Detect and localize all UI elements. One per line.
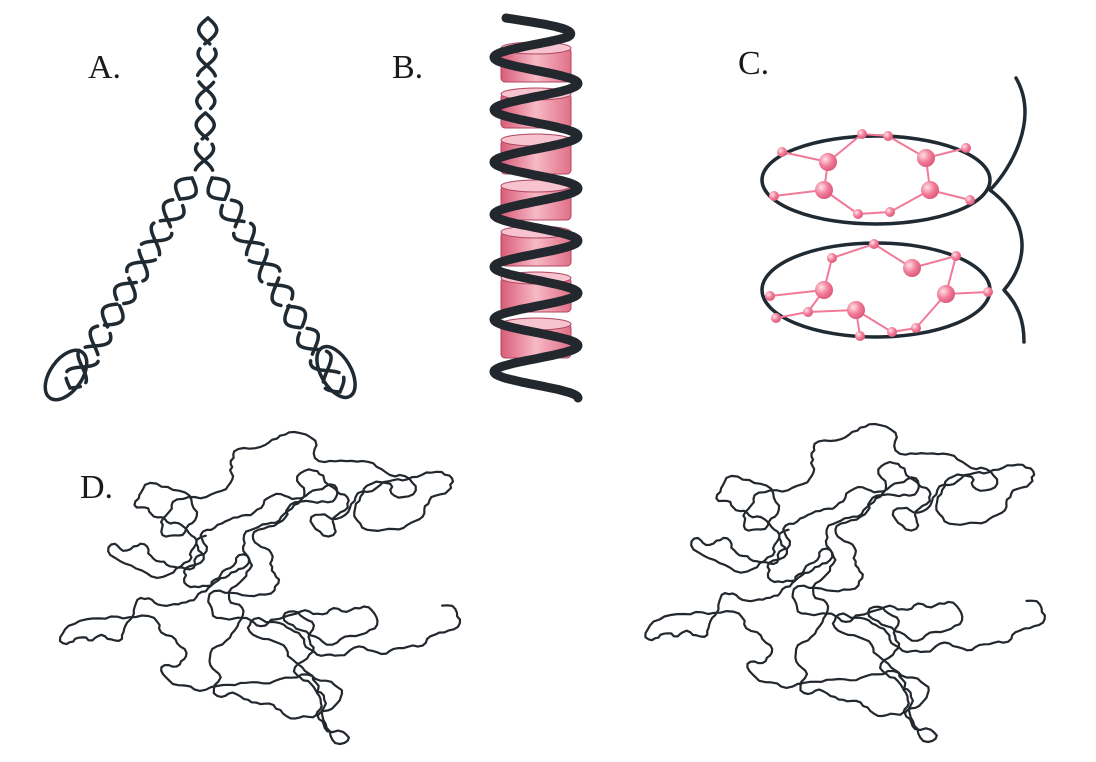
c-lower-bead-12 xyxy=(983,287,993,297)
c-upper-bead-7 xyxy=(769,191,779,201)
c-lower-bead-8 xyxy=(803,307,813,317)
c-upper-bead-4 xyxy=(883,131,893,141)
panel-label-c: C. xyxy=(738,45,769,82)
c-lower-bead-11 xyxy=(937,285,955,303)
c-upper-bead-5 xyxy=(917,149,935,167)
c-lower-bead-5 xyxy=(903,259,921,277)
panel-c-looped-fiber-with-beads xyxy=(762,78,1025,342)
c-lower-bead-9 xyxy=(847,301,865,319)
c-upper-bead-6 xyxy=(961,143,971,153)
c-lower-bead-2 xyxy=(815,281,833,299)
c-lower-bead-4 xyxy=(869,239,879,249)
c-upper-bead-9 xyxy=(853,209,863,219)
a-right-arm-strand-2 xyxy=(212,178,340,392)
c-lower-bead-13 xyxy=(911,323,921,333)
panel-label-b: B. xyxy=(392,49,423,86)
c-lower-bead-3 xyxy=(827,253,837,263)
c-lower-bead-7 xyxy=(771,313,781,323)
c-upper-bead-10 xyxy=(885,207,895,217)
c-upper-bead-1 xyxy=(777,147,787,157)
panel-d-random-coil-right xyxy=(645,424,1044,742)
panel-b-nucleosome-fiber xyxy=(494,18,578,398)
panel-label-a: A. xyxy=(88,49,121,86)
d-right-coil-path xyxy=(645,424,1044,742)
panel-label-d: D. xyxy=(80,469,113,506)
c-upper-bead-11 xyxy=(921,181,939,199)
c-upper-bead-12 xyxy=(965,195,975,205)
c-lower-bead-10 xyxy=(887,327,897,337)
c-upper-bead-8 xyxy=(815,181,833,199)
panel-d-random-coil-left xyxy=(60,432,460,744)
c-upper-loop xyxy=(762,136,990,224)
c-upper-bead-2 xyxy=(819,153,837,171)
c-lower-bead-1 xyxy=(765,291,775,301)
c-lower-bead-6 xyxy=(951,251,961,261)
c-lower-bead-14 xyxy=(855,331,865,341)
c-outer-fiber xyxy=(990,78,1025,342)
c-upper-bead-3 xyxy=(857,129,867,139)
panel-a-twisted-double-strand xyxy=(37,18,363,407)
d-left-coil-path xyxy=(60,432,460,744)
